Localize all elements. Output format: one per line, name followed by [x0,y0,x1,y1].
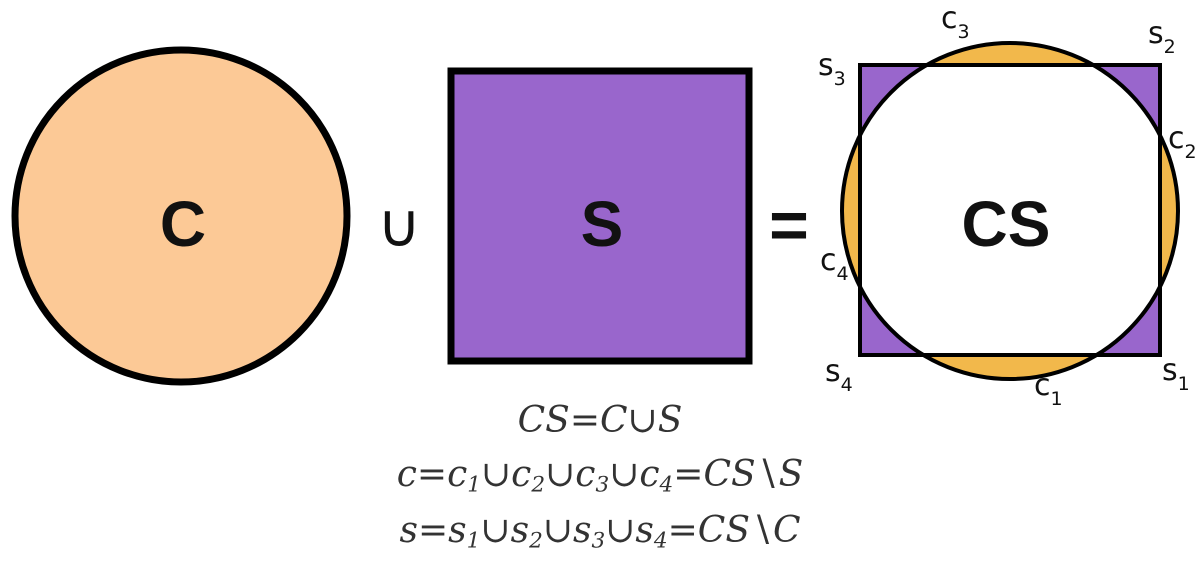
label-s1: s1 [1162,353,1190,395]
union-symbol: ∪ [377,191,421,261]
result-square-outline [858,63,1162,357]
formula-subscript: 1 [467,472,481,498]
formula-term: S [657,400,683,441]
formula-term: c [575,454,596,495]
formula-term: S [778,454,804,495]
equals-symbol: = [769,187,809,263]
formula-operator: ∪ [481,454,512,495]
formula-operator: = [673,454,704,495]
result-cs-figure [840,41,1180,381]
label-s3: s3 [818,48,846,90]
formula-term: CS [517,400,570,441]
label-c3: c3 [941,1,970,43]
formula-term: CS [703,454,756,495]
formula-line-2: c=c1∪c2∪c3∪c4=CS∖S [240,457,960,496]
formula-operator: ∪ [480,510,511,551]
formula-term: C [772,510,801,551]
formula-operator: = [667,510,698,551]
square-s-label: S [581,188,624,260]
formula-term: c [639,454,660,495]
formula-term: s [572,510,592,551]
formula-subscript: 2 [531,472,546,498]
formula-line-3: s=s1∪s2∪s3∪s4=CS∖C [240,513,960,552]
square-s-shape [447,67,753,365]
formula-term: CS [697,510,751,551]
circle-c-label: C [160,188,206,260]
formula-operator: ∖ [750,510,773,551]
formula-term: c [511,454,532,495]
circle-c-shape [11,46,351,386]
formula-operator: ∪ [605,510,636,551]
formula-term: s [448,510,467,551]
formula-subscript: 3 [591,528,606,554]
formula-operator: ∪ [542,510,573,551]
formula-operator: = [416,454,448,495]
label-s4: s4 [825,354,853,396]
label-s2: s2 [1148,16,1176,58]
formula-subscript: 2 [529,528,543,554]
formula-subscript: 4 [659,472,674,498]
formula-operator: ∪ [545,454,576,495]
formula-line-1: CS=C∪S [240,403,960,439]
formula-term: C [600,400,628,441]
formula-subscript: 1 [466,528,481,554]
formula-term: c [396,454,417,495]
formula-term: c [447,454,468,495]
formula-term: s [510,510,530,551]
label-c2: c2 [1168,121,1197,163]
label-c1: c1 [1034,368,1063,410]
formula-term: s [399,510,418,551]
formula-subscript: 4 [653,528,668,554]
formula-operator: = [569,400,600,441]
formula-term: s [635,510,654,551]
result-cs-label: CS [962,188,1051,260]
formula-operator: ∪ [609,454,640,495]
result-circle-outline [840,41,1180,381]
label-c4: c4 [820,243,849,285]
formula-operator: ∖ [755,454,779,495]
formula-operator: = [418,510,449,551]
formula-subscript: 3 [595,472,610,498]
formula-operator: ∪ [627,400,658,441]
result-intersection-white [860,65,1160,355]
